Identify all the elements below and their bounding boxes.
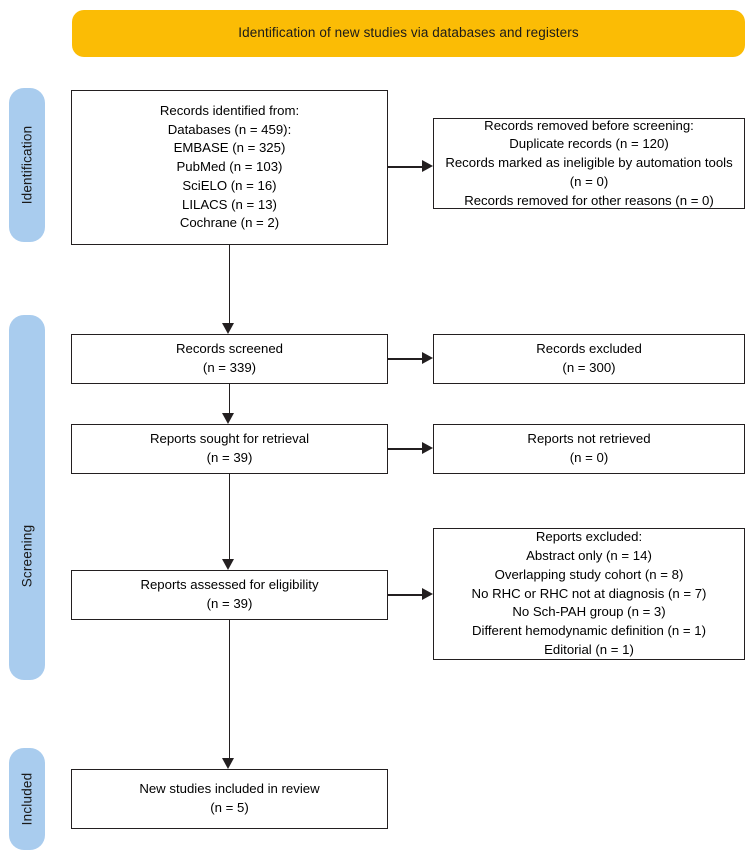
connector-eligibility-to-included — [228, 620, 231, 758]
arrowhead-sought-to-not-retrieved — [422, 442, 433, 454]
connector-sought-to-not-retrieved — [388, 448, 422, 450]
box-records-screened-text: Records screened (n = 339) — [175, 341, 284, 375]
box-records-excluded-text: Records excluded (n = 300) — [536, 341, 642, 375]
stage-label-identification: Identification — [19, 125, 35, 205]
box-records-identified: Records identified from: Databases (n = … — [71, 90, 388, 245]
box-reports-not-retrieved: Reports not retrieved (n = 0) — [433, 424, 745, 474]
header-banner: Identification of new studies via databa… — [72, 10, 745, 57]
connector-screened-to-excluded — [388, 358, 422, 360]
box-new-studies-included: New studies included in review (n = 5) — [71, 769, 388, 829]
connector-identified-to-removed — [388, 166, 422, 168]
stage-bar-included: Included — [9, 748, 45, 850]
header-banner-title: Identification of new studies via databa… — [238, 25, 579, 41]
box-records-excluded: Records excluded (n = 300) — [433, 334, 745, 384]
box-reports-excluded-text: Reports excluded: Abstract only (n = 14)… — [471, 529, 707, 657]
box-reports-sought-for-retrieval: Reports sought for retrieval (n = 39) — [71, 424, 388, 474]
connector-screened-to-sought — [228, 384, 231, 413]
stage-label-screening: Screening — [19, 524, 35, 588]
arrowhead-identified-to-removed — [422, 160, 433, 172]
arrowhead-identified-to-screened — [222, 323, 234, 334]
connector-eligibility-to-reports-excluded — [388, 594, 422, 596]
box-records-removed-before-screening-text: Records removed before screening: Duplic… — [445, 117, 733, 208]
box-reports-assessed-for-eligibility: Reports assessed for eligibility (n = 39… — [71, 570, 388, 620]
box-records-removed-before-screening: Records removed before screening: Duplic… — [433, 118, 745, 209]
connector-sought-to-eligibility — [228, 474, 231, 559]
box-reports-not-retrieved-text: Reports not retrieved (n = 0) — [527, 431, 651, 465]
arrowhead-sought-to-eligibility — [222, 559, 234, 570]
arrowhead-screened-to-excluded — [422, 352, 433, 364]
box-reports-excluded: Reports excluded: Abstract only (n = 14)… — [433, 528, 745, 660]
stage-label-included: Included — [19, 772, 35, 826]
box-records-identified-text: Records identified from: Databases (n = … — [159, 102, 300, 231]
box-records-screened: Records screened (n = 339) — [71, 334, 388, 384]
box-new-studies-included-text: New studies included in review (n = 5) — [139, 781, 320, 815]
arrowhead-eligibility-to-reports-excluded — [422, 588, 433, 600]
arrowhead-screened-to-sought — [222, 413, 234, 424]
box-reports-assessed-for-eligibility-text: Reports assessed for eligibility (n = 39… — [140, 577, 319, 611]
arrowhead-eligibility-to-included — [222, 758, 234, 769]
box-reports-sought-for-retrieval-text: Reports sought for retrieval (n = 39) — [149, 431, 310, 465]
stage-bar-screening: Screening — [9, 315, 45, 680]
stage-bar-identification: Identification — [9, 88, 45, 242]
connector-identified-to-screened — [228, 245, 231, 323]
